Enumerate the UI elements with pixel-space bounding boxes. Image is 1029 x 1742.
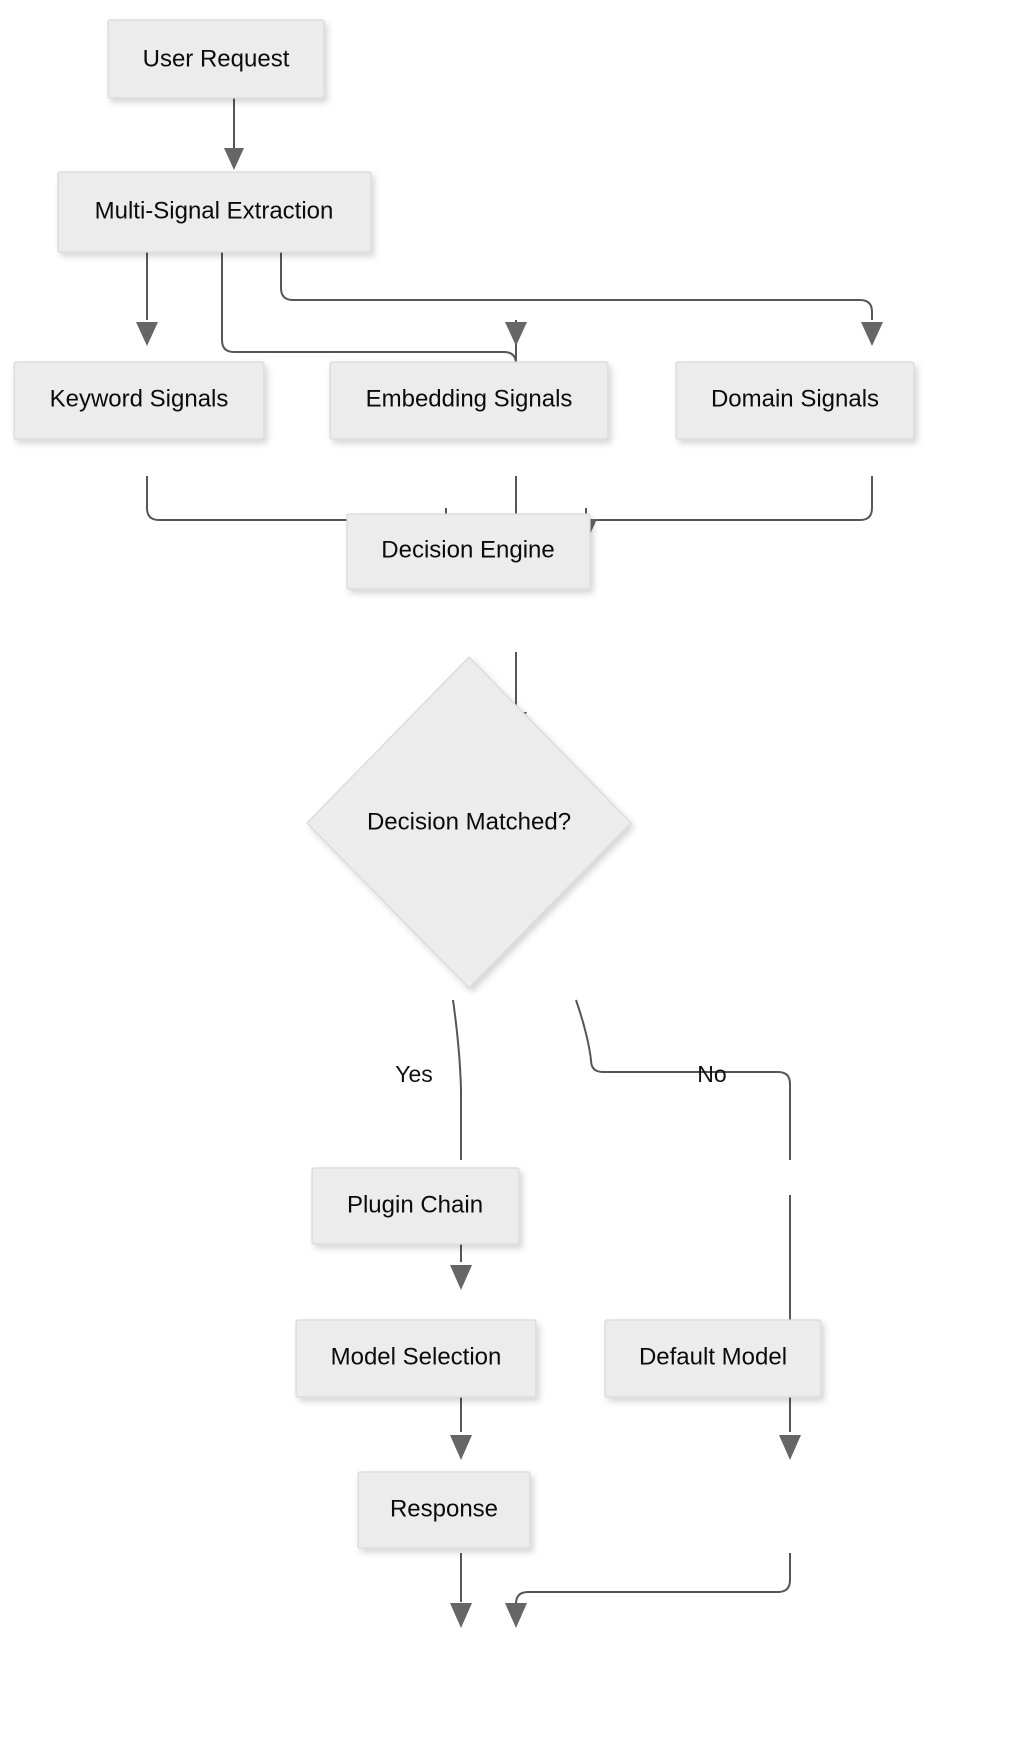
node-user-request-shape[interactable] [107, 19, 325, 99]
edge-label-yes: Yes [395, 1061, 433, 1087]
edge-default-model-to-response [505, 1553, 791, 1628]
edge-label-layer: Yes No [395, 1061, 726, 1087]
edge-label-no: No [697, 1061, 726, 1087]
node-multi-signal-extraction[interactable]: Multi-Signal Extraction [57, 171, 372, 253]
node-decision-matched-label: Decision Matched? [367, 808, 571, 835]
node-decision-engine-shape[interactable] [346, 513, 591, 590]
node-decision-engine[interactable]: Decision Engine [346, 513, 591, 590]
node-domain-signals-shape[interactable] [675, 361, 915, 440]
node-model-selection[interactable]: Model Selection [295, 1319, 537, 1398]
node-model-selection-label: Model Selection [331, 1343, 502, 1370]
node-decision-matched-shape[interactable] [306, 656, 632, 989]
node-response-label: Response [390, 1495, 498, 1522]
edge-model-selection-to-response [450, 1553, 472, 1628]
edge-decision-matched-to-plugin-chain [450, 999, 472, 1290]
node-response[interactable]: Response [357, 1471, 531, 1549]
node-model-selection-shape[interactable] [295, 1319, 537, 1398]
node-embedding-signals-label: Embedding Signals [366, 385, 573, 412]
edge-domain-signals-to-decision-engine [575, 476, 873, 543]
edge-multi-signal-to-embedding-signals [221, 252, 527, 365]
edge-user-request-to-multi-signal [224, 98, 244, 170]
node-embedding-signals[interactable]: Embedding Signals [329, 361, 609, 440]
node-keyword-signals-shape[interactable] [13, 361, 265, 440]
node-domain-signals[interactable]: Domain Signals [675, 361, 915, 440]
node-plugin-chain-label: Plugin Chain [347, 1191, 483, 1218]
node-embedding-signals-shape[interactable] [329, 361, 609, 440]
node-response-shape[interactable] [357, 1471, 531, 1549]
node-domain-signals-label: Domain Signals [711, 385, 879, 412]
node-decision-matched[interactable]: Decision Matched? [306, 656, 632, 989]
node-multi-signal-extraction-label: Multi-Signal Extraction [95, 197, 334, 224]
node-plugin-chain[interactable]: Plugin Chain [311, 1167, 520, 1245]
edge-multi-signal-to-domain-signals [280, 252, 883, 346]
node-keyword-signals-label: Keyword Signals [50, 385, 229, 412]
node-keyword-signals[interactable]: Keyword Signals [13, 361, 265, 440]
node-multi-signal-extraction-shape[interactable] [57, 171, 372, 253]
node-default-model-label: Default Model [639, 1343, 787, 1370]
node-default-model-shape[interactable] [604, 1319, 822, 1398]
node-user-request-label: User Request [143, 45, 290, 72]
node-layer: User Request Multi-Signal Extraction Key… [13, 19, 915, 1549]
edge-multi-signal-to-keyword-signals [136, 252, 158, 346]
node-plugin-chain-shape[interactable] [311, 1167, 520, 1245]
node-user-request[interactable]: User Request [107, 19, 325, 99]
node-default-model[interactable]: Default Model [604, 1319, 822, 1398]
node-decision-engine-label: Decision Engine [381, 536, 554, 563]
